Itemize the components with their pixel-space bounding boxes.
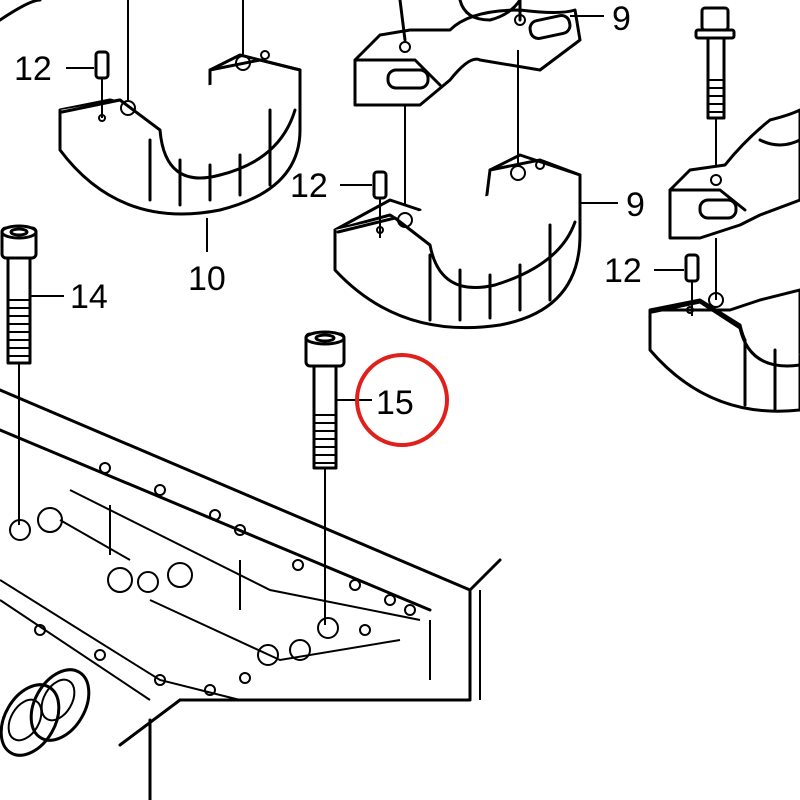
bolt-right[interactable] — [694, 6, 736, 180]
leader-lines — [30, 15, 684, 401]
callout-9a: 9 — [612, 0, 631, 38]
dowel-pin-12a[interactable] — [94, 50, 110, 118]
dowel-pin-12c[interactable] — [684, 253, 700, 316]
bearing-cap-right[interactable] — [648, 288, 800, 413]
oil-passage-ports — [0, 668, 91, 757]
partial-ring — [0, 0, 42, 22]
bearing-cap-10[interactable] — [58, 50, 302, 216]
bearing-upper-right[interactable] — [668, 108, 800, 240]
bolt-15[interactable] — [304, 330, 346, 625]
highlight-circle — [355, 353, 449, 447]
bolt-14[interactable] — [0, 224, 38, 525]
dowel-pin-12b[interactable] — [372, 170, 388, 238]
bearing-upper-9[interactable] — [353, 0, 582, 107]
callout-12c: 12 — [604, 252, 642, 290]
callout-12b: 12 — [290, 167, 328, 205]
bearing-cap-9[interactable] — [333, 153, 582, 330]
callout-12a: 12 — [14, 50, 52, 88]
callout-15: 15 — [376, 384, 414, 422]
gasket-plate — [0, 388, 502, 800]
callout-14: 14 — [70, 278, 108, 316]
callout-10: 10 — [188, 260, 226, 298]
callout-9b: 9 — [626, 186, 645, 224]
